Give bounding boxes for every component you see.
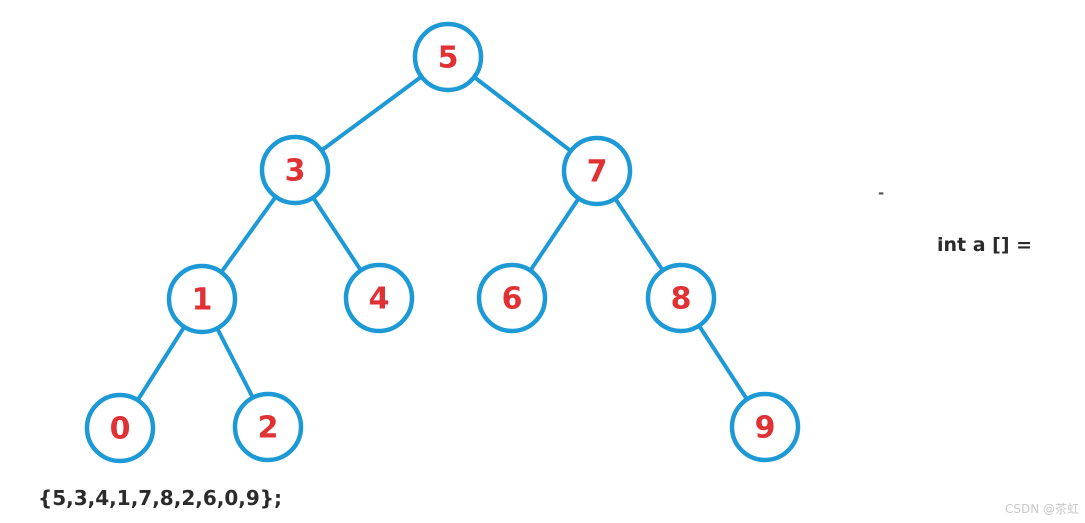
tree-node-label: 5 [438, 41, 459, 76]
tree-node-label: 7 [587, 155, 608, 190]
stray-mark: - [878, 184, 885, 202]
tree-node-label: 0 [110, 412, 131, 447]
tree-node-7: 7 [561, 135, 633, 207]
tree-node-6: 6 [476, 262, 548, 334]
tree-node-circle [561, 135, 633, 207]
tree-node-circle [343, 262, 415, 334]
tree-node-circle [476, 262, 548, 334]
tree-node-label: 8 [671, 282, 692, 317]
tree-node-circle [412, 21, 484, 93]
csdn-watermark: CSDN @茶虹 [1004, 502, 1079, 516]
tree-node-4: 4 [343, 262, 415, 334]
tree-node-2: 2 [232, 391, 304, 463]
tree-node-circle [645, 262, 717, 334]
tree-node-label: 2 [258, 411, 279, 446]
tree-node-label: 1 [192, 283, 213, 318]
tree-node-circle [232, 391, 304, 463]
tree-node-label: 3 [285, 154, 306, 189]
array-literal-text: {5,3,4,1,7,8,2,6,0,9}; [38, 486, 283, 510]
tree-node-circle [84, 392, 156, 464]
tree-node-circle [166, 263, 238, 335]
tree-node-circle [729, 391, 801, 463]
tree-node-0: 0 [84, 392, 156, 464]
tree-node-label: 9 [755, 411, 776, 446]
tree-node-5: 5 [412, 21, 484, 93]
tree-node-1: 1 [166, 263, 238, 335]
tree-node-9: 9 [729, 391, 801, 463]
tree-node-8: 8 [645, 262, 717, 334]
tree-node-3: 3 [259, 134, 331, 206]
tree-node-label: 4 [369, 282, 390, 317]
array-declaration-text: int a [] = [937, 234, 1033, 256]
tree-node-label: 6 [502, 282, 523, 317]
tree-node-circle [259, 134, 331, 206]
